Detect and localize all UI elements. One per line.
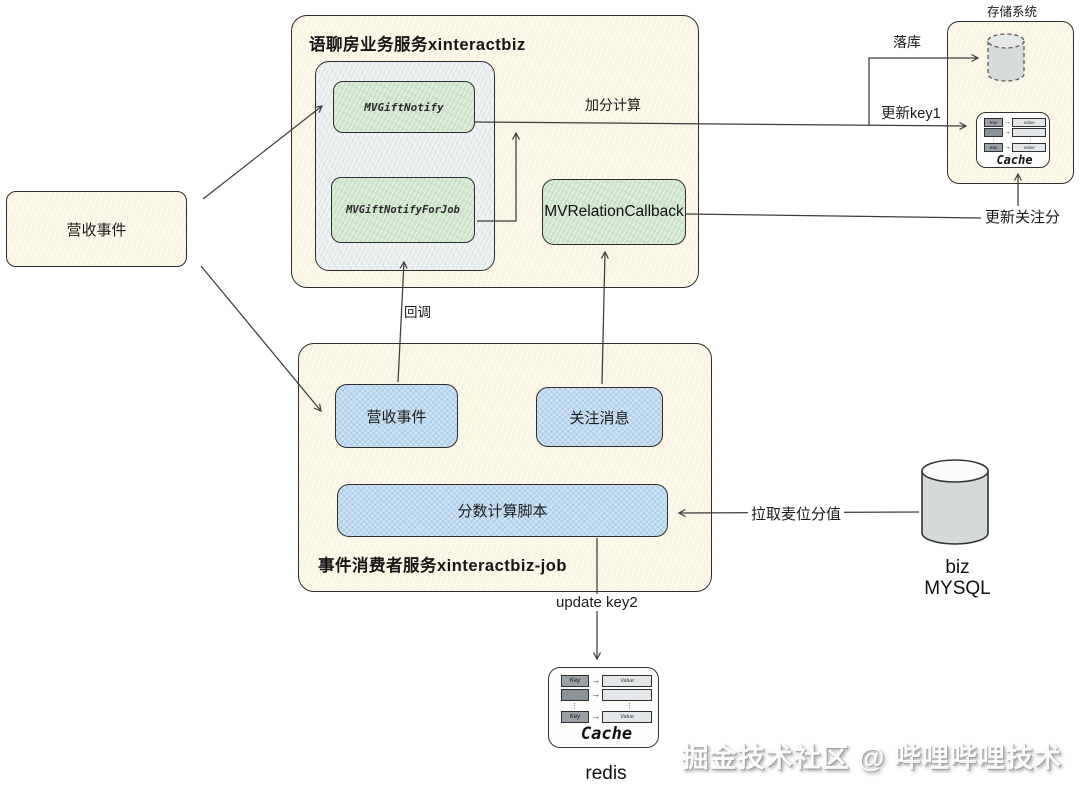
storage-db-cylinder-icon	[987, 33, 1025, 82]
cache-label: Cache	[996, 153, 1033, 167]
cache-key-cell: Key	[984, 118, 1003, 127]
storage-cache-icon: Key → Value → ⋮ ⋮ Key → Value Cache	[976, 112, 1050, 168]
cache-value-cell: Value	[1012, 118, 1046, 127]
cache-arrow-icon: →	[591, 689, 600, 699]
consumer-revenue-event-node: 营收事件	[335, 384, 458, 448]
edge-label-drop-db: 落库	[893, 34, 921, 50]
cache-value-cell	[1012, 128, 1046, 137]
cache-label: Cache	[580, 724, 633, 744]
edge-label-update-key2: update key2	[553, 594, 641, 611]
cache-key-cell: Key	[984, 143, 1003, 152]
cache-key-cell	[984, 128, 1003, 137]
biz-service-title: 语聊房业务服务xinteractbiz	[309, 36, 526, 54]
relation-callback-label: MVRelationCallback	[544, 203, 684, 220]
cache-kv-row: Key → Value	[561, 674, 658, 687]
cache-kv-row: Key → Value	[561, 710, 658, 723]
cache-kv-row: Key → Value	[984, 143, 1049, 152]
cache-arrow-icon: →	[1004, 129, 1011, 136]
relation-callback-node: MVRelationCallback	[542, 179, 686, 245]
consumer-revenue-event-label: 营收事件	[366, 408, 427, 426]
cache-key-cell	[561, 688, 589, 701]
mysql-cylinder-icon	[921, 459, 989, 545]
cache-arrow-icon: →	[591, 711, 600, 721]
cache-key-cell: Key	[561, 710, 589, 723]
gift-notify-node: MVGiftNotify	[333, 81, 475, 133]
follow-message-node: 关注消息	[536, 387, 663, 447]
edge-label-add-score: 加分计算	[585, 97, 641, 113]
mysql-label-line2: MYSQL	[924, 578, 991, 600]
cache-ellipsis: ⋮ ⋮	[571, 703, 633, 710]
cache-arrow-icon: →	[1004, 144, 1011, 151]
redis-cache-icon: Key → Value → ⋮ ⋮ Key → Value Cache	[548, 667, 659, 748]
cache-value-cell: Value	[602, 710, 652, 723]
cache-arrow-icon: →	[1004, 119, 1011, 126]
cache-kv-row: →	[561, 688, 658, 701]
score-script-label: 分数计算脚本	[457, 503, 548, 520]
revenue-event-source-label: 营收事件	[66, 221, 127, 239]
gift-notify-label: MVGiftNotify	[364, 100, 444, 114]
cache-arrow-icon: →	[591, 675, 600, 685]
edge-relation-to-followscore	[685, 213, 982, 219]
revenue-event-source-node: 营收事件	[6, 191, 187, 267]
cache-key-cell: Key	[561, 674, 589, 687]
edge-label-update-key1: 更新key1	[881, 106, 941, 122]
cache-value-cell: Value	[602, 674, 652, 687]
cache-value-cell	[602, 688, 652, 701]
cache-ellipsis: ⋮ ⋮	[991, 138, 1033, 144]
score-script-node: 分数计算脚本	[337, 484, 668, 537]
redis-label: redis	[585, 763, 627, 784]
edge-label-pull-mic-score: 拉取麦位分值	[748, 503, 845, 524]
mysql-label: biz MYSQL	[895, 557, 1020, 600]
cache-kv-row: Key → Value	[984, 118, 1049, 127]
gift-notify-for-job-node: MVGiftNotifyForJob	[331, 177, 475, 243]
watermark-text: 掘金技术社区 @ 哔哩哔哩技术	[681, 743, 1062, 773]
cache-kv-row: →	[984, 128, 1049, 137]
follow-message-label: 关注消息	[569, 409, 630, 427]
consumer-service-title: 事件消费者服务xinteractbiz-job	[318, 557, 567, 575]
gift-notify-for-job-label: MVGiftNotifyForJob	[346, 204, 460, 216]
edge-label-callback: 回调	[404, 305, 431, 320]
mysql-label-line1: biz	[945, 557, 970, 578]
edge-label-update-follow-score: 更新关注分	[982, 206, 1064, 227]
storage-system-title: 存储系统	[987, 5, 1038, 19]
cache-value-cell: Value	[1012, 143, 1046, 152]
